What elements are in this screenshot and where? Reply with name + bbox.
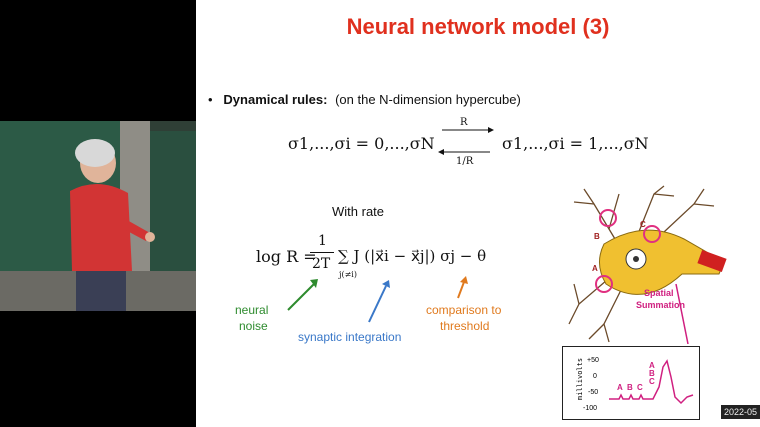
right-state-formula: σ1,...,σi = 1,...,σN — [502, 134, 649, 153]
tick-minus100: -100 — [583, 405, 598, 412]
rate-formula-numerator: 1 — [318, 233, 327, 249]
slide-title: Neural network model (3) — [346, 14, 610, 39]
bullet-text: (on the N-dimension hypercube) — [335, 92, 521, 107]
bullet-dynamical-rules: • Dynamical rules: (on the N-dimension h… — [208, 92, 521, 107]
lecture-slide: Neural network model (3) • Dynamical rul… — [196, 0, 760, 427]
neural-noise-label-2: noise — [239, 319, 268, 333]
caption-summation: Summation — [636, 300, 686, 310]
neuron-letter-c: C — [640, 220, 646, 229]
transition-arrows-icon — [438, 127, 494, 155]
rate-formula-lhs: log R = — [256, 247, 317, 266]
rate-formula-body: ∑ J (|x⃗i − x⃗j|) σj − θ — [338, 247, 487, 265]
peak-label-c: C — [649, 377, 655, 386]
fraction-bar — [310, 252, 334, 253]
neural-noise-label-1: neural — [235, 303, 269, 317]
caption-spatial: Spatial — [644, 288, 674, 298]
baseline-label-b: B — [627, 383, 633, 392]
bullet-heading: Dynamical rules: — [223, 92, 328, 107]
lecturer-camera-feed — [0, 121, 196, 311]
peak-label-b: B — [649, 369, 655, 378]
bullet-dot: • — [208, 92, 220, 107]
baseline-label-a: A — [617, 383, 623, 392]
video-timestamp: 2022-05 — [720, 405, 760, 419]
forward-rate-label: R — [460, 117, 468, 128]
tick-0: 0 — [593, 373, 597, 380]
neuron-letter-b: B — [594, 232, 600, 241]
peak-label-a: A — [649, 361, 655, 370]
neuron-letter-a: A — [592, 264, 598, 273]
synaptic-integration-label: synaptic integration — [298, 330, 402, 344]
tick-plus50: +50 — [587, 357, 599, 364]
left-state-formula: σ1,...,σi = 0,...,σN — [288, 134, 435, 153]
membrane-potential-plot: millivolts +50 0 -50 -100 A B C A B C — [562, 346, 700, 420]
comparison-label-1: comparison to — [426, 303, 502, 317]
sum-index: j(≠i) — [339, 270, 357, 279]
neuron-illustration: B C A Spatial Summation — [564, 184, 734, 345]
tick-minus50: -50 — [588, 389, 599, 396]
rate-heading: With rate — [332, 204, 385, 219]
baseline-label-c: C — [637, 383, 643, 392]
annotation-arrows — [287, 276, 468, 323]
lecturer-video-panel — [0, 0, 196, 427]
backward-rate-label: 1/R — [456, 156, 474, 167]
comparison-label-2: threshold — [440, 319, 490, 333]
rate-formula-denominator: 2T — [312, 256, 331, 272]
